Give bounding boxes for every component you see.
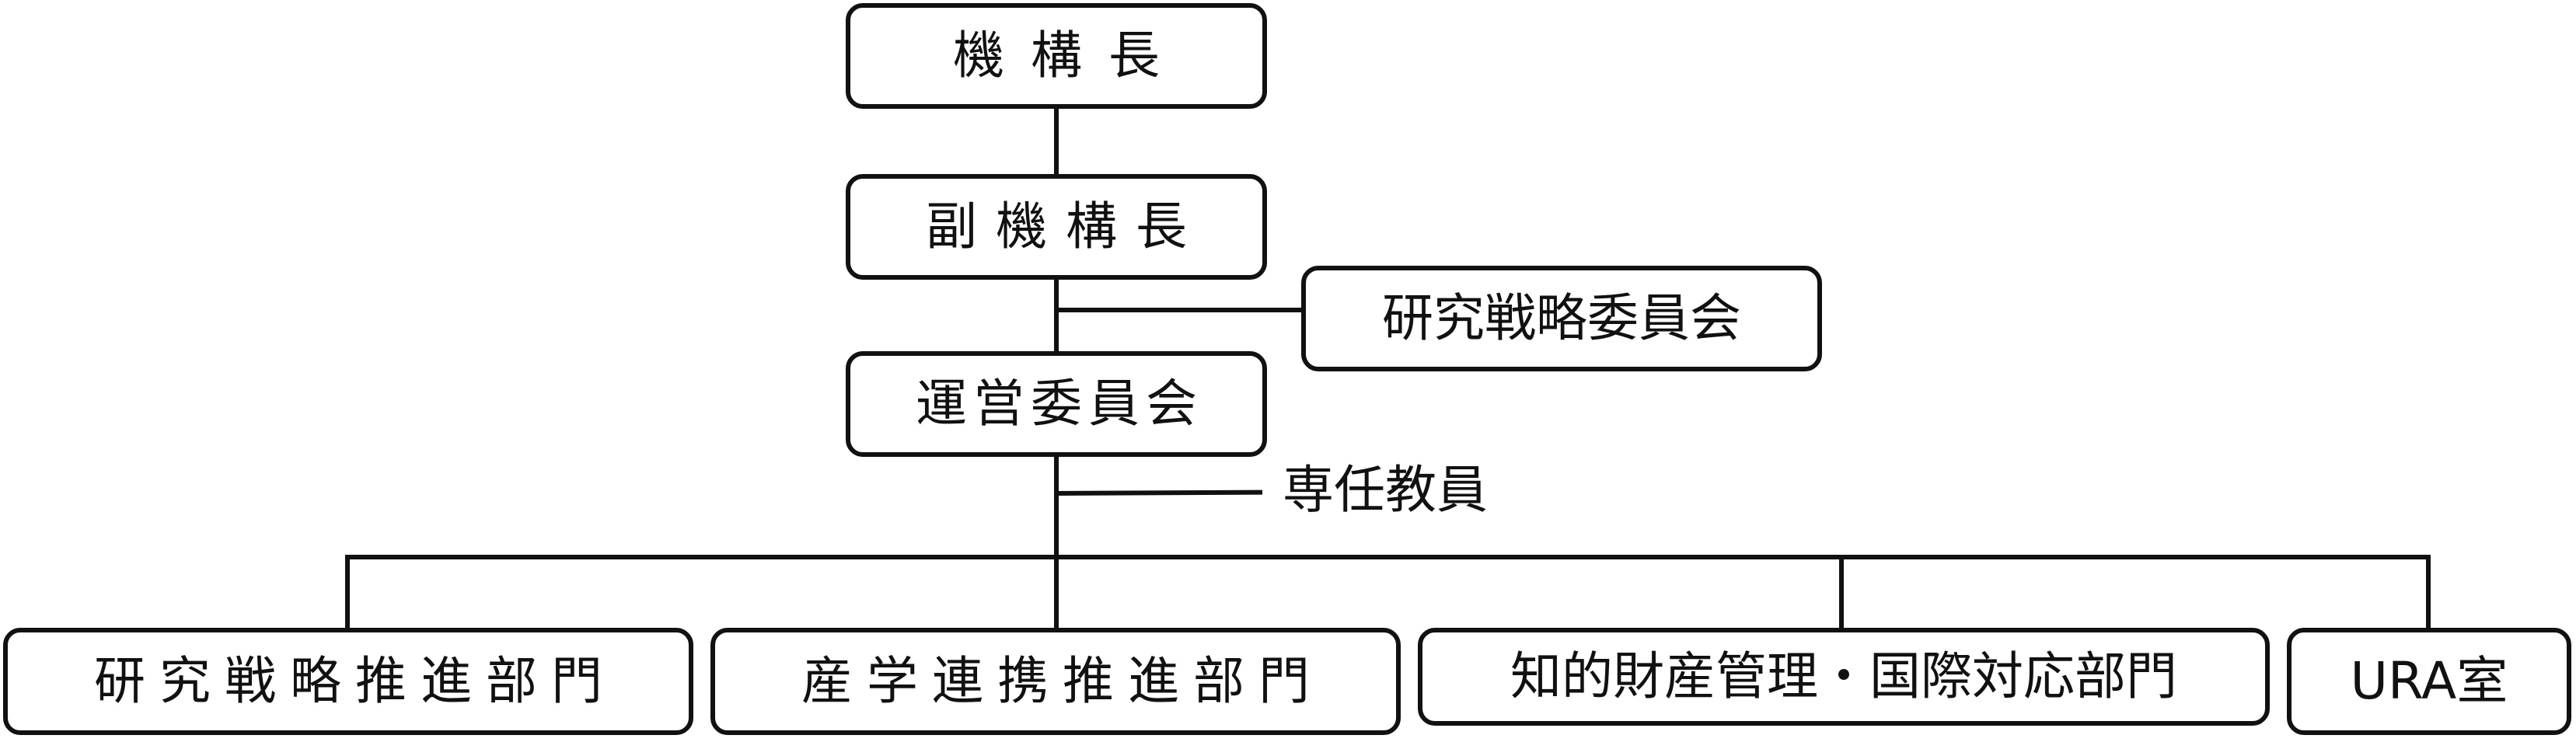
industry-collaboration-dept-box: 産学連携推進部門 bbox=[710, 628, 1401, 735]
research-strategy-dept-box: 研究戦略推進部門 bbox=[3, 628, 693, 735]
vice-director-box: 副機構長 bbox=[846, 174, 1267, 280]
industry-collaboration-dept-label: 産学連携推進部門 bbox=[801, 651, 1324, 711]
ip-international-dept-label: 知的財産管理・国際対応部門 bbox=[1510, 646, 2177, 706]
director-box: 機構長 bbox=[846, 3, 1267, 109]
director-label: 機構長 bbox=[953, 26, 1186, 85]
connector-department-bus bbox=[345, 555, 2431, 559]
connector-drop-research-dept bbox=[345, 555, 350, 629]
strategy-committee-box: 研究戦略委員会 bbox=[1301, 266, 1822, 371]
faculty-label: 専任教員 bbox=[1283, 460, 1488, 520]
ura-office-box: URA室 bbox=[2287, 628, 2571, 735]
operations-committee-label: 運営委員会 bbox=[916, 374, 1203, 434]
connector-drop-ip-dept bbox=[1839, 555, 1844, 629]
connector-director-vice bbox=[1054, 107, 1059, 176]
connector-strategy-committee bbox=[1054, 308, 1303, 312]
ura-office-label: URA室 bbox=[2350, 651, 2508, 711]
ip-international-dept-box: 知的財産管理・国際対応部門 bbox=[1418, 628, 2270, 726]
connector-faculty bbox=[1053, 489, 1263, 496]
strategy-committee-label: 研究戦略委員会 bbox=[1382, 288, 1741, 348]
connector-vice-operations bbox=[1054, 278, 1059, 353]
vice-director-label: 副機構長 bbox=[926, 197, 1206, 256]
operations-committee-box: 運営委員会 bbox=[846, 351, 1267, 457]
connector-drop-ura bbox=[2426, 555, 2431, 629]
research-strategy-dept-label: 研究戦略推進部門 bbox=[94, 651, 616, 711]
connector-operations-departments bbox=[1054, 455, 1059, 628]
